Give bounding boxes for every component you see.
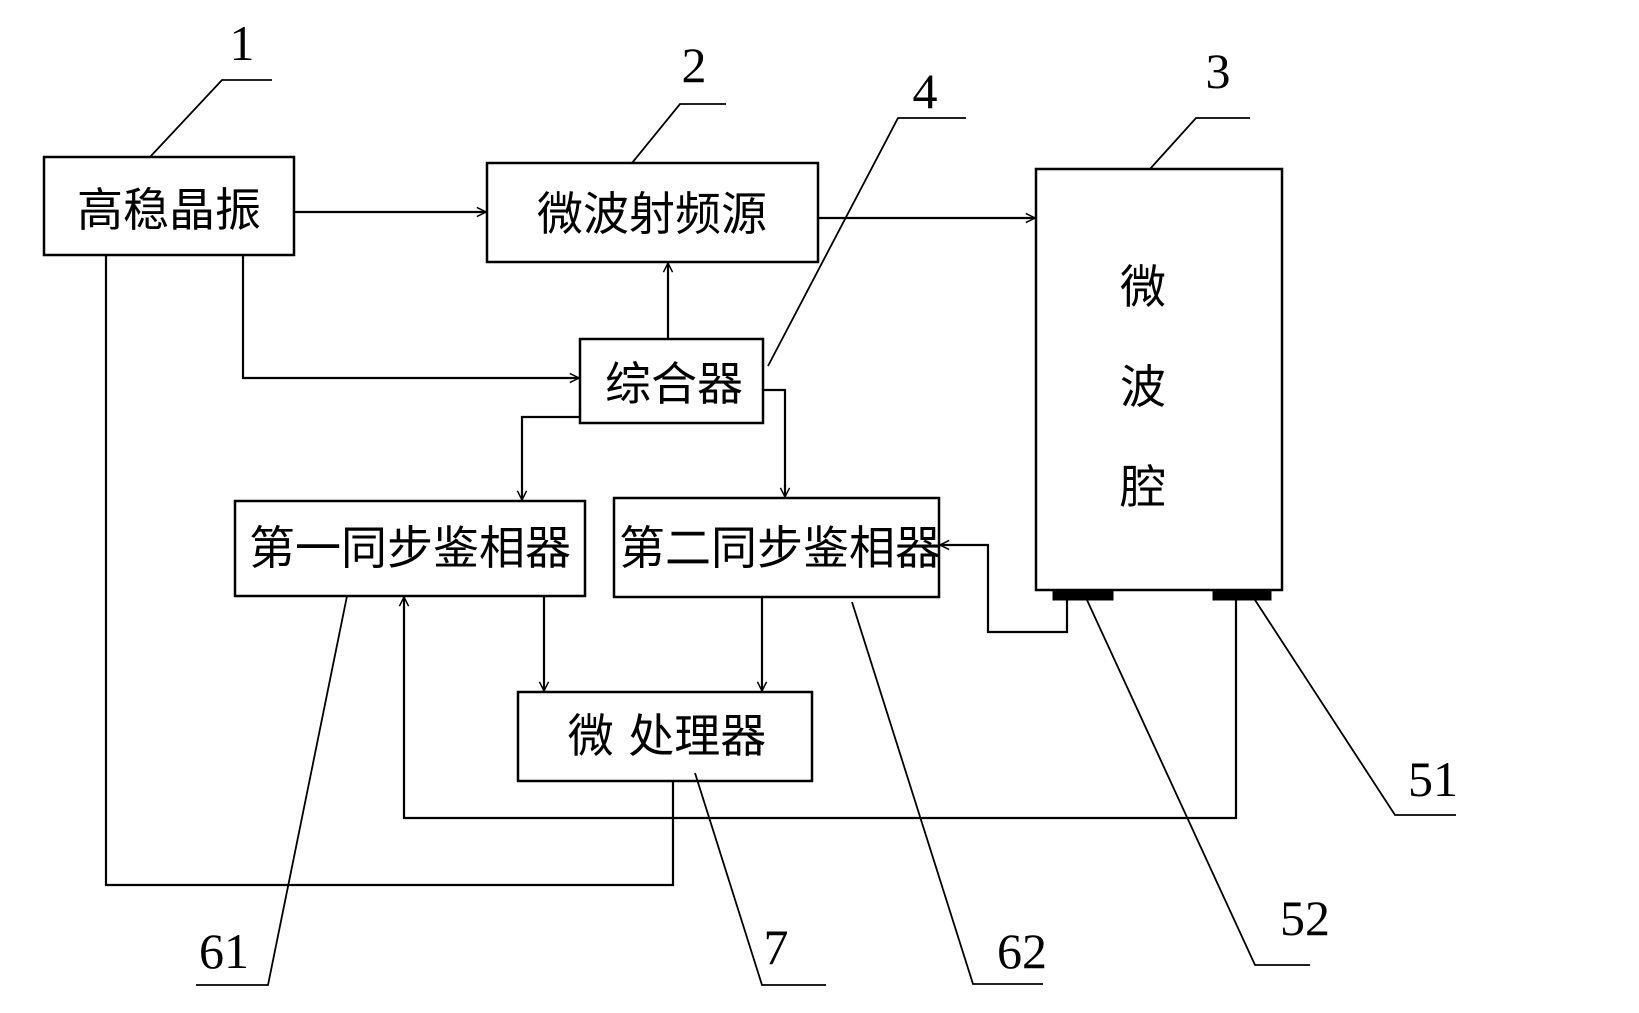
microprocessor-label: 微 处理器 — [568, 709, 767, 763]
microwave-source-label: 微波射频源 — [537, 187, 767, 241]
leader-1 — [150, 80, 272, 157]
sync-detector-1-block: 第一同步鉴相器 — [235, 501, 585, 596]
microwave-source-block: 微波射频源 — [487, 163, 818, 262]
leader-2 — [632, 104, 726, 163]
wire-osc-to-synth — [243, 255, 579, 378]
cavity-char-2: 波 — [1120, 360, 1166, 414]
wire-synth-to-det2 — [763, 390, 785, 497]
sync-detector-2-block: 第二同步鉴相器 — [614, 498, 941, 597]
synthesizer-block: 综合器 — [580, 339, 763, 423]
ref-number-62: 62 — [997, 923, 1047, 979]
wire-synth-to-det1 — [522, 417, 580, 500]
leader-7 — [695, 773, 826, 985]
cavity-block: 微 波 腔 — [1036, 169, 1282, 590]
oscillator-label: 高稳晶振 — [77, 183, 261, 237]
leader-52 — [1087, 600, 1310, 965]
ref-number-52: 52 — [1280, 890, 1330, 946]
probe-52-pad — [1053, 590, 1113, 600]
ref-number-51: 51 — [1408, 751, 1458, 807]
synthesizer-label: 综合器 — [605, 357, 743, 411]
sync-detector-1-label: 第一同步鉴相器 — [249, 521, 571, 575]
leader-3 — [1150, 118, 1250, 169]
microprocessor-block: 微 处理器 — [518, 692, 812, 781]
cavity-char-1: 微 — [1120, 260, 1166, 314]
ref-number-7: 7 — [764, 919, 789, 975]
oscillator-block: 高稳晶振 — [44, 157, 294, 255]
probe-51-pad — [1213, 590, 1271, 600]
ref-number-61: 61 — [199, 923, 249, 979]
ref-number-2: 2 — [682, 37, 707, 93]
cavity-char-3: 腔 — [1120, 460, 1166, 514]
ref-number-1: 1 — [230, 15, 255, 71]
ref-number-3: 3 — [1206, 43, 1231, 99]
sync-detector-2-label: 第二同步鉴相器 — [619, 521, 941, 575]
ref-number-4: 4 — [913, 63, 938, 119]
